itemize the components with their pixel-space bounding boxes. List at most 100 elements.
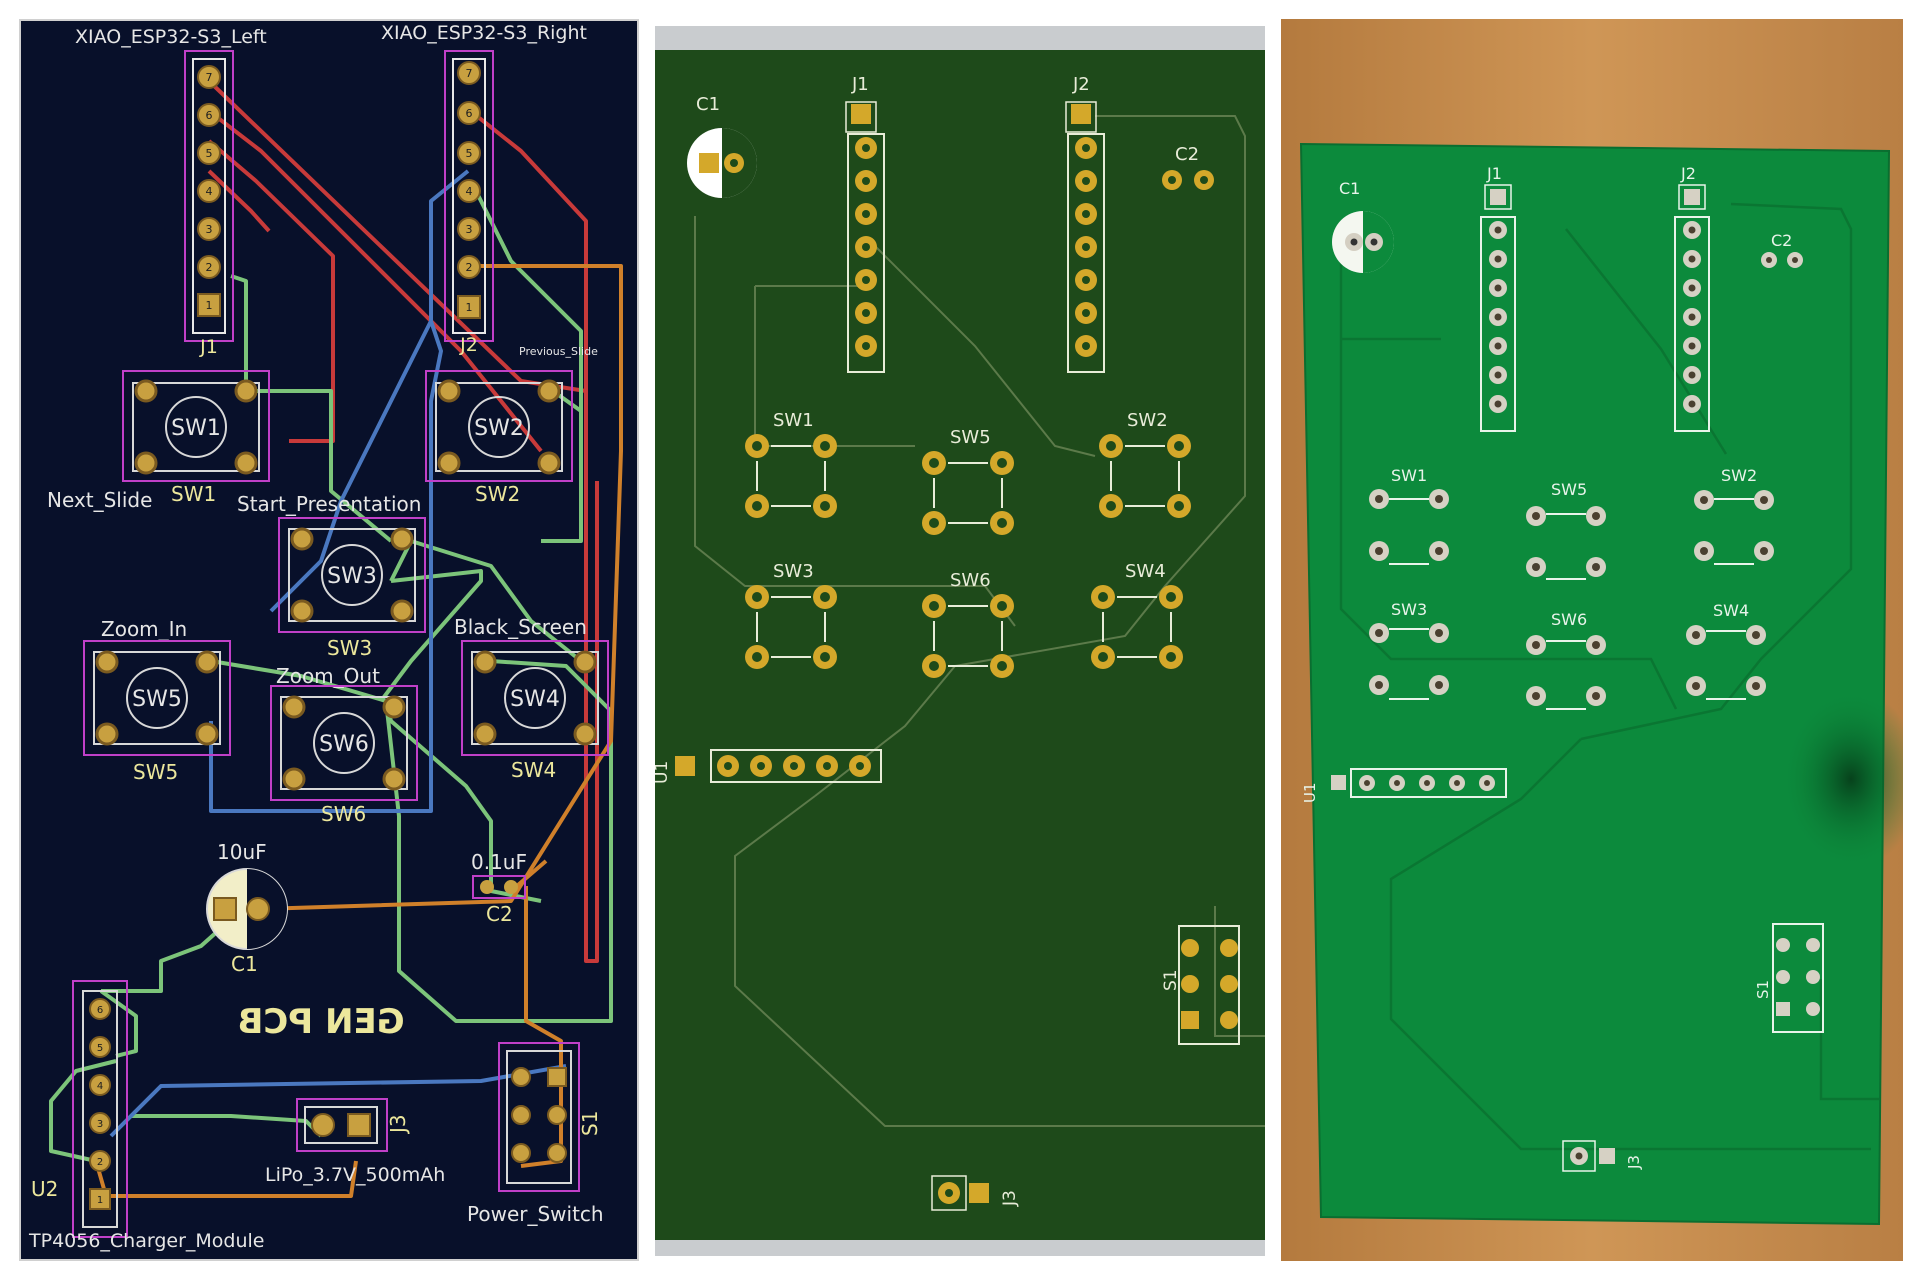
power-switch-label: Power_Switch — [467, 1202, 604, 1226]
sw6-ref-label: SW6 — [321, 802, 366, 826]
u2-pin-1: 1 — [97, 1195, 103, 1206]
sw2-body-label: SW2 — [474, 416, 524, 441]
render-sw6-label: SW6 — [950, 570, 991, 591]
charger-module-label: TP4056_Charger_Module — [28, 1230, 265, 1252]
render-j2-label: J2 — [1072, 74, 1090, 95]
photo-j3 — [1562, 1140, 1615, 1172]
u2-pin-4: 4 — [97, 1081, 103, 1092]
black-screen-label: Black_Screen — [454, 615, 587, 639]
previous-slide-label: Previous_Slide — [519, 345, 598, 358]
u2-pin-6: 6 — [97, 1005, 103, 1016]
photo-j2-label: J2 — [1680, 164, 1696, 183]
render-sw1 — [745, 434, 837, 518]
j2-pin-1: 1 — [466, 301, 473, 314]
photo-c1-label: C1 — [1339, 179, 1360, 198]
photo-j2-header — [1674, 184, 1710, 432]
photo-j1-label: J1 — [1486, 164, 1502, 183]
s1-power-switch — [498, 1042, 580, 1192]
lipo-label: LiPo_3.7V_500mAh — [265, 1164, 445, 1186]
j3-battery-connector — [296, 1098, 388, 1152]
render-board — [655, 50, 1265, 1240]
c1-capacitor — [206, 868, 288, 950]
render-j1-label: J1 — [851, 74, 869, 95]
sw3-ref-label: SW3 — [327, 636, 372, 660]
u2-pin-2: 2 — [97, 1157, 103, 1168]
render-sw3 — [745, 585, 837, 669]
j1-pin-3: 3 — [206, 223, 213, 236]
j1-pin-5: 5 — [206, 147, 213, 160]
j1-pin-2: 2 — [206, 261, 213, 274]
pcb-layout-canvas: XIAO_ESP32-S3_Left XIAO_ESP32-S3_Right 7… — [28, 22, 623, 1252]
u2-pin-5: 5 — [97, 1043, 103, 1054]
photo-sw3-label: SW3 — [1391, 600, 1427, 619]
render-sw4 — [1091, 585, 1183, 669]
render-j2-header — [1065, 101, 1105, 373]
gen-pcb-mirrored-silk: GEN PCB — [237, 1002, 404, 1042]
render-c1-label: C1 — [696, 94, 720, 115]
sw5-ref-label: SW5 — [133, 760, 178, 784]
photo-sw5 — [1526, 506, 1606, 580]
photo-shadow — [1781, 689, 1903, 869]
photo-c1 — [1332, 211, 1394, 273]
red-traces — [207, 79, 599, 963]
s1-ref-label: S1 — [578, 1111, 602, 1136]
j1-pin-4: 4 — [206, 185, 213, 198]
photo-sw6 — [1526, 635, 1606, 710]
photo-sw6-label: SW6 — [1551, 610, 1587, 629]
render-sw3-label: SW3 — [773, 561, 814, 582]
render-sw5-label: SW5 — [950, 427, 991, 448]
pcb-photo-panel: C1 J1 J2 C2 SW1 SW5 SW2 — [1281, 19, 1903, 1261]
start-presentation-label: Start_Presentation — [237, 492, 421, 516]
photo-sw1-label: SW1 — [1391, 466, 1427, 485]
render-sw1-label: SW1 — [773, 410, 814, 431]
u2-ref-label: U2 — [31, 1177, 58, 1201]
render-j3-label: J3 — [1000, 1190, 1020, 1207]
u2-pin-3: 3 — [97, 1119, 103, 1130]
j1-pin-1: 1 — [206, 299, 213, 312]
render-j1-header — [845, 101, 885, 373]
photo-sw2 — [1694, 490, 1774, 565]
sw1-ref-label: SW1 — [171, 482, 216, 506]
render-j3 — [931, 1175, 989, 1211]
render-c1 — [687, 128, 757, 198]
j2-pin-5: 5 — [466, 147, 473, 160]
photo-sw1 — [1369, 489, 1449, 565]
photo-c2 — [1761, 252, 1803, 268]
c2-capacitor — [472, 875, 526, 899]
render-sw2-label: SW2 — [1127, 410, 1168, 431]
sw5-footprint — [83, 640, 231, 756]
photo-sw2-label: SW2 — [1721, 466, 1757, 485]
sw4-footprint — [461, 640, 609, 756]
render-s1-label: S1 — [1161, 969, 1181, 991]
next-slide-label: Next_Slide — [47, 488, 152, 512]
photo-sw4-label: SW4 — [1713, 601, 1749, 620]
photo-c2-label: C2 — [1771, 231, 1792, 250]
render-c2 — [1162, 170, 1214, 190]
sw4-ref-label: SW4 — [511, 758, 556, 782]
render-sw6 — [922, 594, 1014, 678]
sw3-footprint — [278, 517, 426, 633]
render-u1-label: U1 — [655, 761, 672, 784]
zoom-in-label: Zoom_In — [101, 617, 187, 641]
c1-value-label: 10uF — [217, 840, 267, 864]
sw2-ref-label: SW2 — [475, 482, 520, 506]
j2-pin-2: 2 — [466, 261, 473, 274]
render-s1-switch — [1178, 925, 1240, 1045]
sw4-body-label: SW4 — [510, 687, 560, 712]
zoom-out-label: Zoom_Out — [276, 664, 380, 688]
photo-j3-label: J3 — [1625, 1155, 1643, 1170]
photo-sw5-label: SW5 — [1551, 480, 1587, 499]
j1-header — [184, 50, 234, 342]
gen-pcb-label: GEN PCB — [237, 1002, 404, 1042]
j1-pin-6: 6 — [206, 109, 213, 122]
header-left-label: XIAO_ESP32-S3_Left — [75, 26, 267, 48]
c1-ref-label: C1 — [231, 952, 258, 976]
j3-ref-label: J3 — [386, 1114, 410, 1135]
j2-ref-label: J2 — [459, 334, 478, 356]
pcb-layout-panel: XIAO_ESP32-S3_Left XIAO_ESP32-S3_Right 7… — [19, 19, 639, 1261]
c2-value-label: 0.1uF — [471, 850, 527, 874]
render-sw5 — [922, 451, 1014, 535]
sw2-footprint — [425, 370, 573, 482]
header-right-label: XIAO_ESP32-S3_Right — [381, 22, 587, 44]
j2-header — [444, 50, 494, 342]
